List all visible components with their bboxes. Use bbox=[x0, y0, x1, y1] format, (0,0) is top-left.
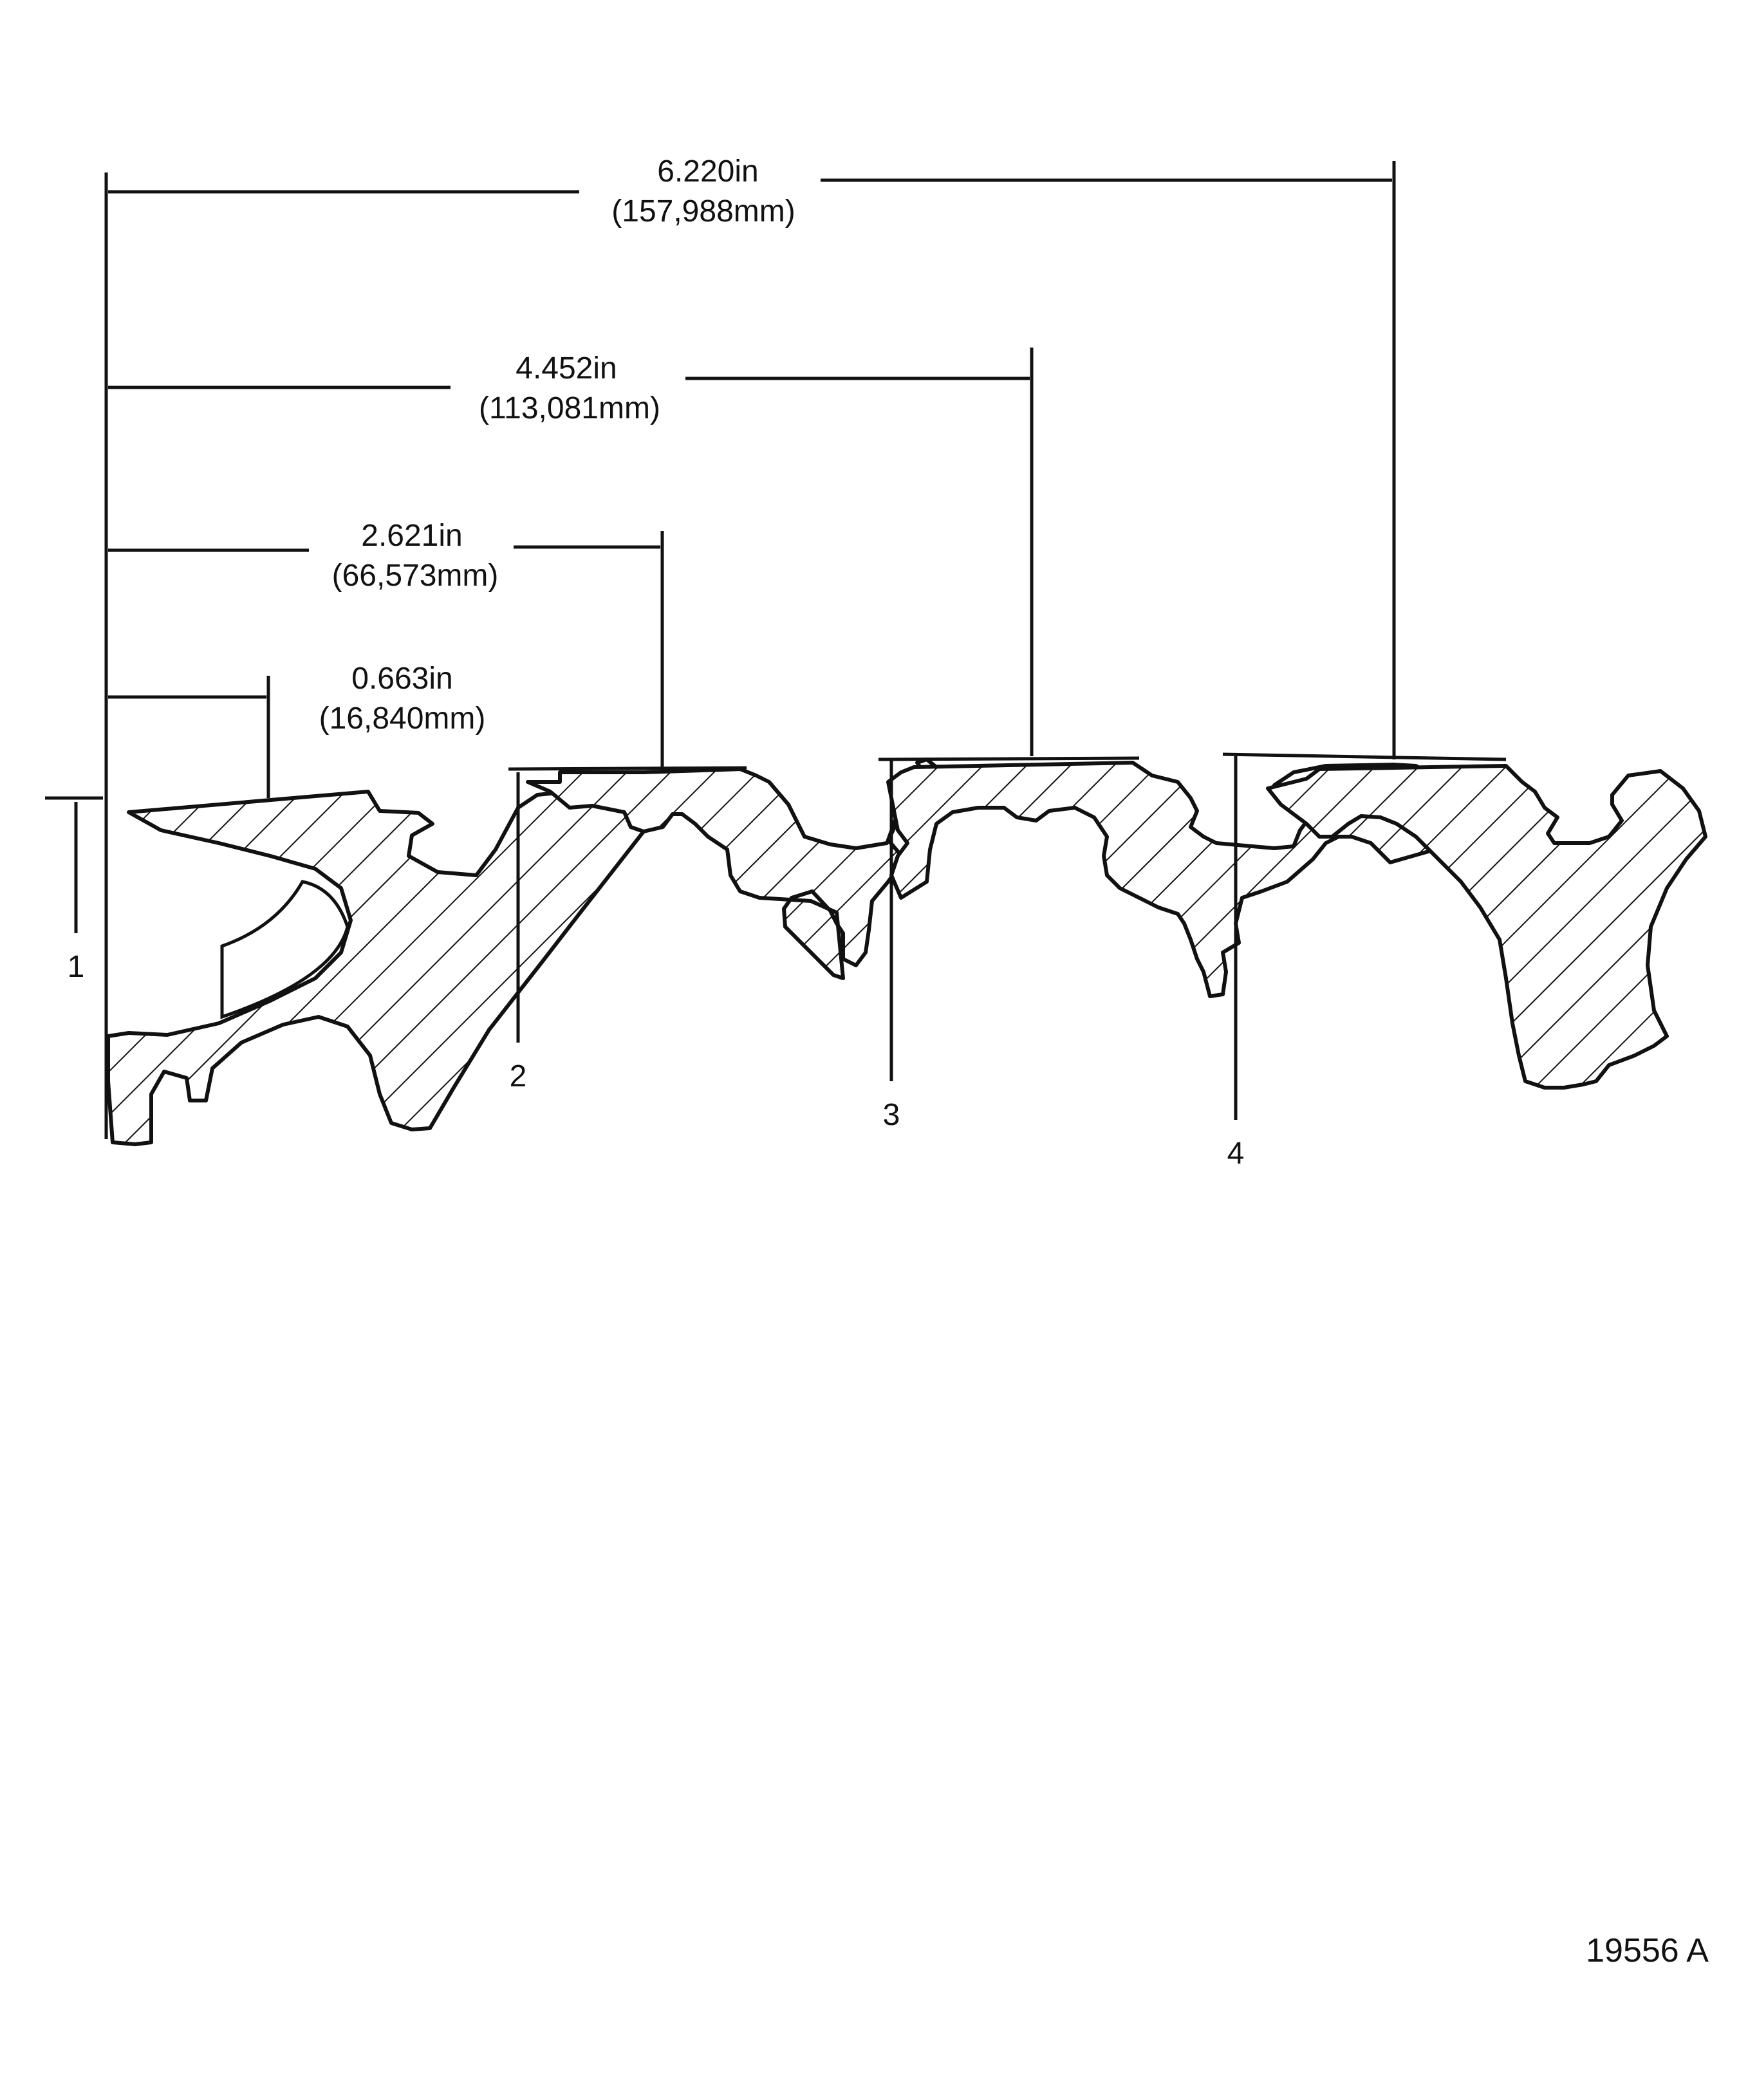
position-marker-2: 2 bbox=[510, 772, 527, 1093]
position-label-3: 3 bbox=[883, 1098, 900, 1132]
dimension-6220-mm: (157,988mm) bbox=[611, 194, 795, 228]
disk-section-4 bbox=[1266, 764, 1707, 1090]
position-label-2: 2 bbox=[510, 1059, 527, 1093]
figure-number: 19556 A bbox=[1586, 1932, 1709, 1969]
disk-section-1 bbox=[106, 790, 662, 1146]
dimension-6220: 6.220in (157,988mm) bbox=[108, 154, 1396, 759]
dimension-2621-mm: (66,573mm) bbox=[332, 559, 499, 593]
turbine-disk-cross-section bbox=[45, 752, 1707, 1146]
dimension-0663-mm: (16,840mm) bbox=[319, 702, 486, 736]
dimension-2621-inches: 2.621in bbox=[361, 519, 462, 553]
section-1-cavity bbox=[220, 880, 349, 1019]
section-2-top-line bbox=[508, 766, 747, 771]
dimension-4452: 4.452in (113,081mm) bbox=[108, 348, 1034, 756]
dimension-6220-inches: 6.220in bbox=[657, 154, 758, 189]
dimension-4452-mm: (113,081mm) bbox=[479, 391, 660, 425]
dimension-2621: 2.621in (66,573mm) bbox=[108, 519, 664, 769]
position-label-1: 1 bbox=[68, 950, 85, 984]
position-label-4: 4 bbox=[1227, 1137, 1245, 1171]
disk-section-2 bbox=[526, 757, 945, 980]
position-marker-4: 4 bbox=[1227, 756, 1245, 1171]
section-3-top-line bbox=[878, 756, 1140, 761]
dimension-4452-inches: 4.452in bbox=[516, 351, 617, 386]
position-marker-3: 3 bbox=[883, 761, 900, 1132]
position-marker-1: 1 bbox=[68, 802, 85, 984]
dimension-0663: 0.663in (16,840mm) bbox=[108, 662, 485, 798]
dimension-0663-inches: 0.663in bbox=[351, 662, 452, 696]
section-4-top-line bbox=[1222, 752, 1507, 761]
